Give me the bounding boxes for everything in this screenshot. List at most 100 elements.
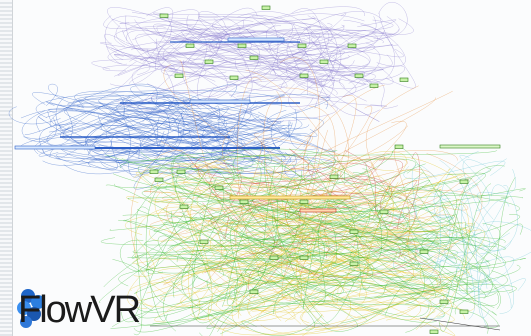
graph-edge <box>358 223 419 270</box>
graph-edge <box>251 235 496 265</box>
graph-edge <box>158 29 188 73</box>
graph-edge <box>256 183 417 321</box>
graph-edge <box>151 63 207 108</box>
graph-edge <box>405 193 471 260</box>
graph-edge <box>250 105 336 153</box>
graph-edge <box>140 151 475 241</box>
graph-edge <box>181 112 333 165</box>
graph-edge <box>159 116 194 143</box>
graph-edge <box>252 186 407 229</box>
graph-edge <box>294 264 521 302</box>
graph-edge <box>135 144 222 175</box>
graph-edge <box>340 285 450 324</box>
graph-edge <box>163 223 457 250</box>
graph-edge <box>121 158 417 174</box>
graph-edge <box>339 173 462 212</box>
graph-edge <box>253 18 394 49</box>
graph-edge <box>244 269 354 287</box>
graph-edge <box>333 55 372 97</box>
graph-edge <box>404 232 510 265</box>
graph-edge <box>320 160 476 255</box>
graph-edge <box>163 84 385 286</box>
graph-edge <box>119 19 254 24</box>
graph-edge <box>155 32 208 70</box>
graph-edge <box>116 100 185 176</box>
graph-edge <box>109 167 491 231</box>
graph-edge <box>307 157 435 296</box>
graph-node <box>229 75 239 80</box>
graph-edge <box>99 177 319 303</box>
graph-edge <box>254 133 368 275</box>
graph-edge <box>271 201 376 209</box>
graph-node <box>419 249 429 254</box>
graph-node <box>249 55 259 60</box>
graph-node <box>229 195 351 200</box>
graph-edge <box>133 253 312 274</box>
graph-edge <box>478 223 523 272</box>
graph-edge <box>161 64 227 77</box>
graph-edge <box>270 66 385 74</box>
graph-node <box>354 73 364 78</box>
graph-node <box>239 199 249 204</box>
graph-edge <box>285 278 456 336</box>
graph-edge <box>153 12 247 69</box>
graph-edge <box>133 163 338 227</box>
graph-node <box>185 43 195 48</box>
graph-edge <box>263 218 457 291</box>
graph-edge <box>136 268 356 326</box>
graph-edge <box>307 277 360 313</box>
graph-edge <box>190 164 231 246</box>
graph-edge <box>148 78 345 104</box>
graph-edge <box>206 233 291 302</box>
graph-edge <box>401 248 429 264</box>
graph-edge <box>177 283 211 308</box>
graph-edge <box>288 120 319 168</box>
graph-edge <box>169 68 362 78</box>
graph-edge <box>221 313 323 336</box>
graph-edge <box>413 200 478 281</box>
graph-edge <box>281 91 453 181</box>
flowvr-logo-text: FlowVR <box>18 289 141 331</box>
graph-edge <box>20 108 211 159</box>
graph-node <box>149 169 159 174</box>
graph-node <box>299 199 309 204</box>
graph-edge <box>238 104 288 129</box>
graph-edge <box>54 156 322 175</box>
graph-edge <box>251 214 292 290</box>
graph-edge <box>214 285 296 320</box>
graph-edge <box>24 91 213 135</box>
graph-edge <box>264 158 330 326</box>
graph-node <box>189 99 251 104</box>
graph-edge <box>160 125 409 242</box>
graph-node <box>227 37 285 42</box>
graph-edge <box>67 95 202 110</box>
graph-edge <box>134 19 252 110</box>
graph-edge <box>166 177 520 212</box>
left-margin-hatching <box>0 0 13 336</box>
graph-edge <box>330 71 365 108</box>
graph-edge <box>347 163 383 265</box>
graph-edge <box>477 169 516 220</box>
graph-edge <box>440 201 452 228</box>
graph-edge <box>141 14 255 103</box>
graph-edge <box>150 180 313 203</box>
graph-node <box>199 239 209 244</box>
graph-edge <box>386 229 485 321</box>
graph-edge <box>455 270 508 315</box>
graph-edge <box>100 42 315 64</box>
graph-edge <box>157 235 258 286</box>
graph-edge <box>419 204 470 329</box>
graph-edge <box>124 219 259 274</box>
graph-edge <box>170 152 448 299</box>
graph-edge <box>197 30 366 107</box>
graph-edge <box>23 95 131 140</box>
graph-edge <box>133 158 226 190</box>
graph-edge <box>407 246 470 275</box>
graph-edge <box>311 37 347 69</box>
graph-edge <box>156 26 286 91</box>
graph-edge <box>208 157 283 205</box>
graph-edge <box>320 32 359 83</box>
graph-edge <box>291 235 435 292</box>
graph-edge <box>113 120 308 161</box>
graph-edge <box>145 104 178 118</box>
